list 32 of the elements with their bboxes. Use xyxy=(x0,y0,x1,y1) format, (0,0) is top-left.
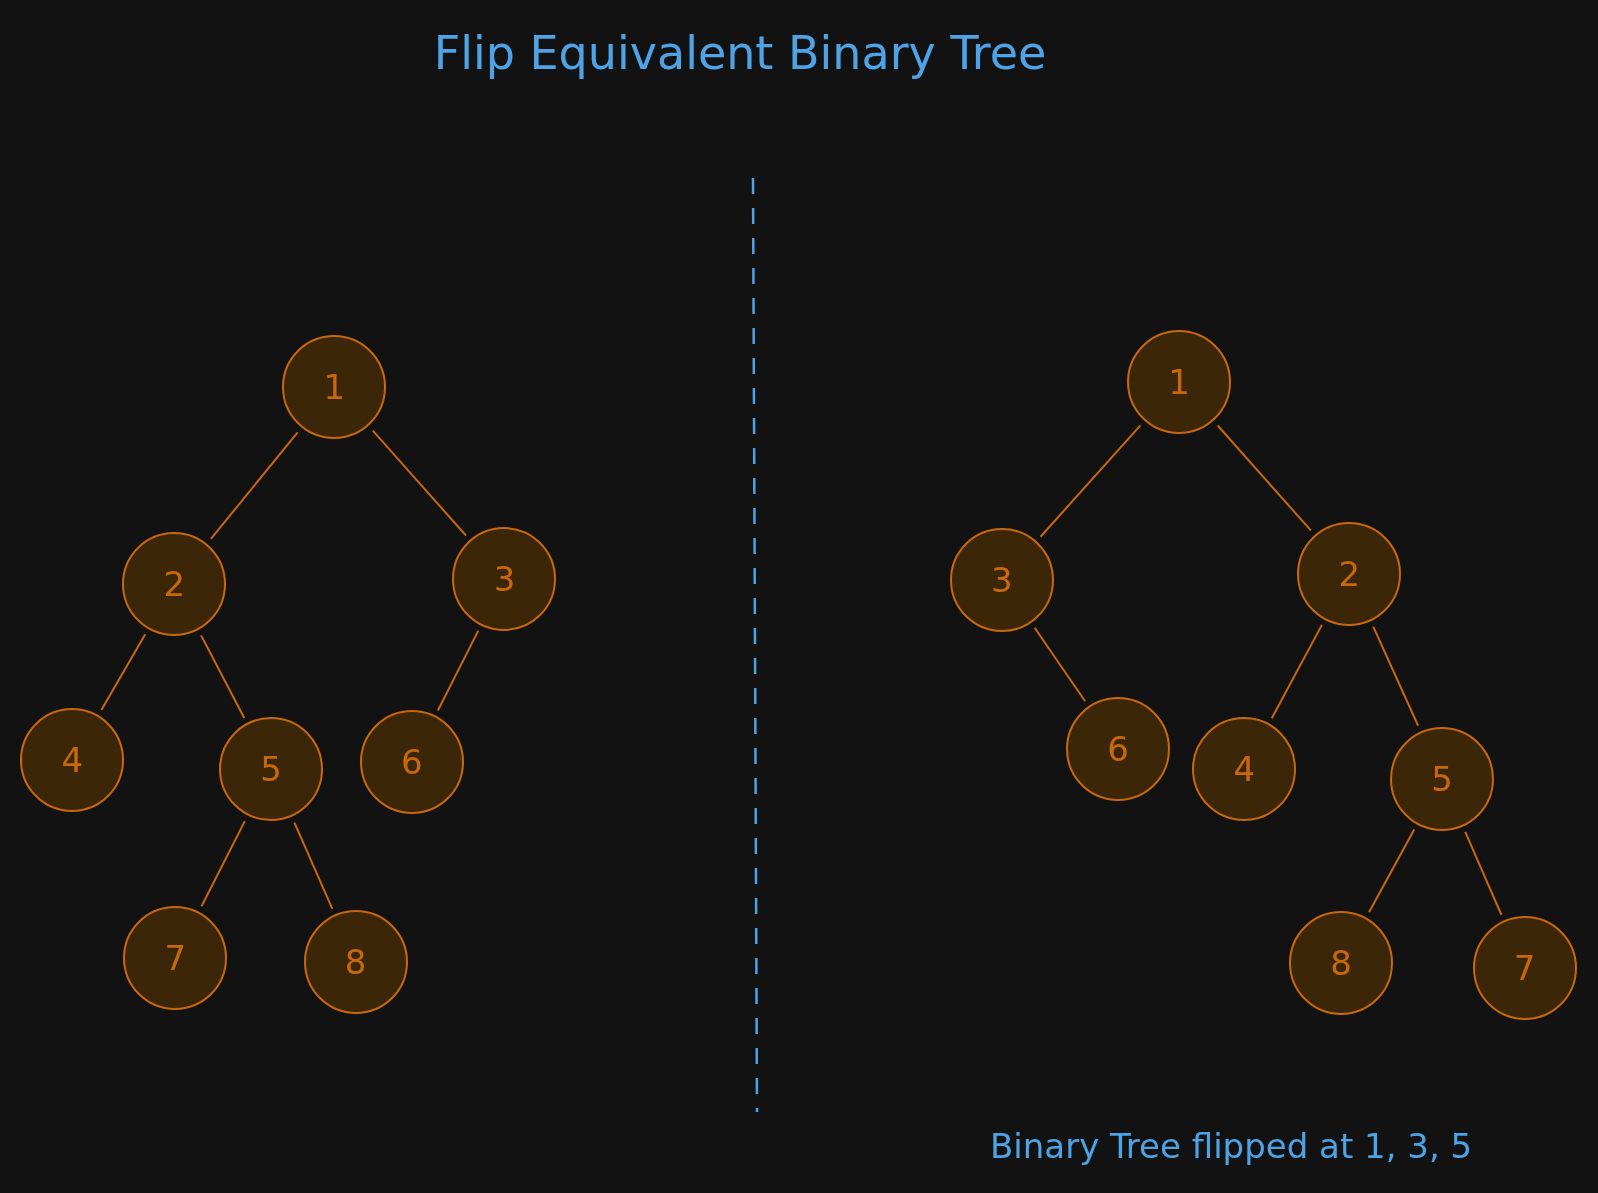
tree-node-circle: 1 xyxy=(1127,330,1232,435)
tree-node-circle: 6 xyxy=(359,710,464,815)
tree-node-circle: 3 xyxy=(452,526,557,631)
tree-edge xyxy=(1372,625,1420,727)
tree-edge xyxy=(200,820,246,908)
tree-node-circle: 8 xyxy=(303,910,408,1015)
tree-node-circle: 7 xyxy=(123,906,228,1010)
title: Flip Equivalent Binary Tree xyxy=(432,26,1048,80)
tree-node-circle: 2 xyxy=(122,531,227,636)
note-text: Binary Tree flipped at 1, 3, 5 xyxy=(990,1126,1473,1166)
tree-edge xyxy=(1464,830,1503,916)
tree-node-circle: 1 xyxy=(282,335,387,440)
tree-node-circle: 4 xyxy=(20,708,125,813)
tree-node-circle: 5 xyxy=(219,717,324,822)
tree-node-circle: 4 xyxy=(1192,717,1297,822)
tree-node-circle: 5 xyxy=(1390,726,1495,831)
tree-node-circle: 8 xyxy=(1289,911,1394,1016)
tree-edge xyxy=(209,431,299,540)
tree-edge xyxy=(1368,828,1416,914)
tree-edge xyxy=(436,629,480,712)
tree-edge xyxy=(1033,626,1087,703)
tree-node-circle: 2 xyxy=(1297,521,1402,626)
tree-edge xyxy=(1039,424,1142,538)
tree-node-circle: 7 xyxy=(1472,916,1577,1021)
tree-node-circle: 6 xyxy=(1066,697,1170,802)
tree-edge xyxy=(1270,623,1323,720)
tree-edge xyxy=(1216,424,1312,532)
tree-node-circle: 3 xyxy=(949,527,1054,632)
tree-edge xyxy=(100,633,147,712)
tree-edge xyxy=(371,429,467,537)
tree-edge xyxy=(293,821,334,910)
tree-edge xyxy=(200,634,246,720)
